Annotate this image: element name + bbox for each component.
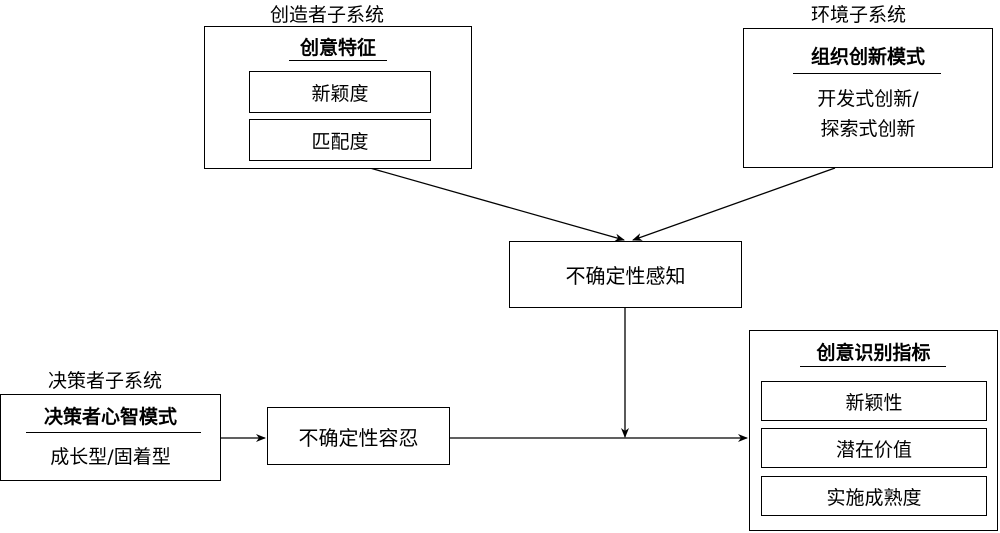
decision-title-underline: [26, 432, 201, 433]
creator-title-underline: [289, 60, 387, 61]
arrow-environment-to-perception: [632, 167, 836, 241]
creator-item-fit: 匹配度: [249, 119, 431, 161]
indicators-title-underline: [800, 366, 946, 367]
arrow-creator-to-perception: [369, 167, 625, 242]
creator-subsystem-box: [204, 26, 472, 169]
decision-title: 决策者心智模式: [43, 406, 177, 428]
environment-subsystem-label: 环境子系统: [811, 4, 907, 26]
decision-mindset: 成长型/固着型: [50, 446, 171, 468]
creator-item-novelty: 新颖度: [249, 71, 431, 113]
creator-title: 创意特征: [299, 37, 376, 59]
environment-title-underline: [793, 73, 941, 74]
decision-subsystem-box: [0, 394, 221, 481]
indicator-potential-value: 潜在价值: [761, 428, 987, 468]
uncertainty-tolerance-box: 不确定性容忍: [267, 407, 450, 465]
uncertainty-perception-box: 不确定性感知: [509, 241, 742, 308]
environment-title: 组织创新模式: [810, 46, 925, 68]
environment-mode-line2: 探索式创新: [820, 118, 916, 140]
indicators-title: 创意识别指标: [816, 342, 931, 364]
indicators-box: [749, 330, 998, 531]
decision-subsystem-label: 决策者子系统: [48, 370, 163, 392]
indicator-novelty: 新颖性: [761, 381, 987, 421]
environment-mode-line1: 开发式创新/: [817, 88, 919, 110]
creator-subsystem-label: 创造者子系统: [270, 4, 385, 26]
environment-subsystem-box: [743, 28, 993, 168]
indicator-implementation-maturity: 实施成熟度: [761, 476, 987, 516]
